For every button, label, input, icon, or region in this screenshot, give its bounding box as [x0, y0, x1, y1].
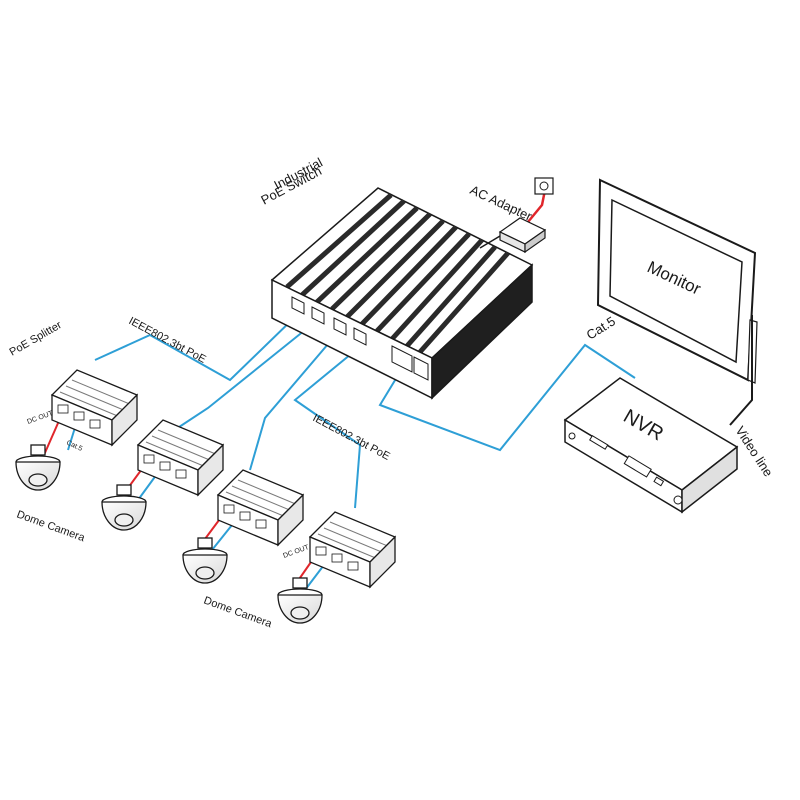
power-cord — [527, 189, 547, 223]
poe-splitter-label: PoE Splitter — [8, 319, 65, 359]
cable-switch-to-splitter-2 — [169, 321, 316, 434]
dome-camera-1 — [15, 444, 61, 491]
poe-splitter-1 — [50, 369, 139, 447]
dome-camera-label-1: Dome Camera — [15, 509, 87, 545]
ieee-label-mid: IEEE802.3bt PoE — [311, 412, 392, 463]
cat5-small-label: Cat.5 — [65, 439, 83, 452]
dc-out-label-2: DC OUT — [282, 544, 310, 560]
cable-switch-to-splitter-3 — [249, 329, 341, 471]
video-line-cable — [729, 315, 753, 426]
dome-camera-3 — [182, 537, 228, 584]
ethernet-cables — [94, 314, 636, 509]
nvr-device — [563, 377, 739, 514]
video-line-label: Video line — [732, 423, 776, 479]
switch-heat-fins — [285, 193, 510, 354]
poe-splitter-4 — [308, 511, 397, 589]
poe-splitter-2 — [136, 419, 225, 497]
monitor — [596, 178, 758, 384]
industrial-poe-switch — [270, 187, 534, 400]
dome-camera-4 — [277, 577, 323, 624]
nvr-front-panel — [568, 432, 683, 505]
dome-camera-2 — [101, 484, 147, 531]
dc-out-label-1: DC OUT — [26, 410, 54, 426]
dome-camera-label-2: Dome Camera — [202, 595, 274, 631]
switch-ports — [291, 296, 429, 381]
ac-adapter — [479, 177, 554, 254]
ac-adapter-label: AC Adapter — [468, 182, 535, 224]
cable-switch-to-splitter-1 — [94, 314, 298, 382]
adapter-to-switch-cord — [479, 235, 501, 249]
cat5-label: Cat.5 — [584, 313, 618, 342]
cable-switch-to-splitter-4 — [293, 344, 363, 509]
cable-switch-to-nvr — [378, 343, 636, 452]
poe-splitter-3 — [216, 469, 305, 547]
wall-socket — [534, 177, 554, 195]
